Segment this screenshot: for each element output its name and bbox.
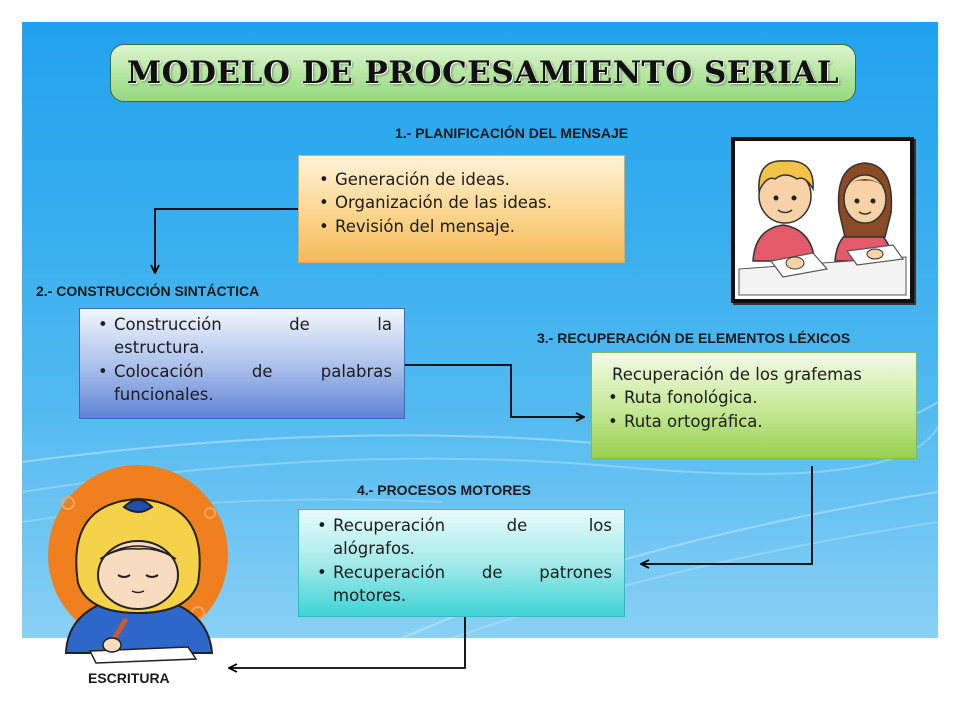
step2-item: Colocación de palabras funcionales. <box>92 360 392 407</box>
step1-item: Generación de ideas. <box>313 168 610 192</box>
step2-item-line2: funcionales. <box>114 385 214 405</box>
step3-item: Ruta ortográfica. <box>602 410 906 434</box>
step2-item-line1: Colocación de palabras <box>114 361 392 381</box>
step2-item-line2: estructura. <box>114 338 205 358</box>
step2-item: Construcción de la estructura. <box>92 313 392 360</box>
step3-box: Recuperación de los grafemas Ruta fonoló… <box>591 352 917 459</box>
step4-item: Recuperación de los alógrafos. <box>311 514 612 561</box>
diagram-title: MODELO DE PROCESAMIENTO SERIAL <box>126 55 840 91</box>
step2-item-line1: Construcción de la <box>114 315 392 334</box>
step4-item-line1: Recuperación de patrones <box>333 562 612 582</box>
step4-box: Recuperación de los alógrafos. Recuperac… <box>298 509 625 617</box>
step3-heading: 3.- RECUPERACIÓN DE ELEMENTOS LÉXICOS <box>537 330 851 346</box>
girl-writing-illustration <box>38 463 250 675</box>
step4-item-line2: motores. <box>333 586 407 606</box>
title-banner: MODELO DE PROCESAMIENTO SERIAL <box>110 44 856 102</box>
step1-heading: 1.- PLANIFICACIÓN DEL MENSAJE <box>395 125 629 141</box>
step4-item-line2: alógrafos. <box>333 539 415 559</box>
final-label: ESCRITURA <box>88 670 170 686</box>
step4-heading: 4.- PROCESOS MOTORES <box>357 482 531 498</box>
step2-heading: 2.- CONSTRUCCIÓN SINTÁCTICA <box>36 283 260 299</box>
step2-box: Construcción de la estructura. Colocació… <box>79 308 405 419</box>
step3-item: Ruta fonológica. <box>602 386 906 410</box>
step4-item-line1: Recuperación de los <box>333 516 612 535</box>
step3-intro: Recuperación de los grafemas <box>612 365 862 384</box>
step4-item: Recuperación de patrones motores. <box>311 561 612 608</box>
step1-item: Organización de las ideas. <box>313 191 610 215</box>
step1-box: Generación de ideas. Organización de las… <box>298 155 625 263</box>
children-writing-illustration <box>731 137 914 303</box>
step1-item: Revisión del mensaje. <box>313 215 610 239</box>
